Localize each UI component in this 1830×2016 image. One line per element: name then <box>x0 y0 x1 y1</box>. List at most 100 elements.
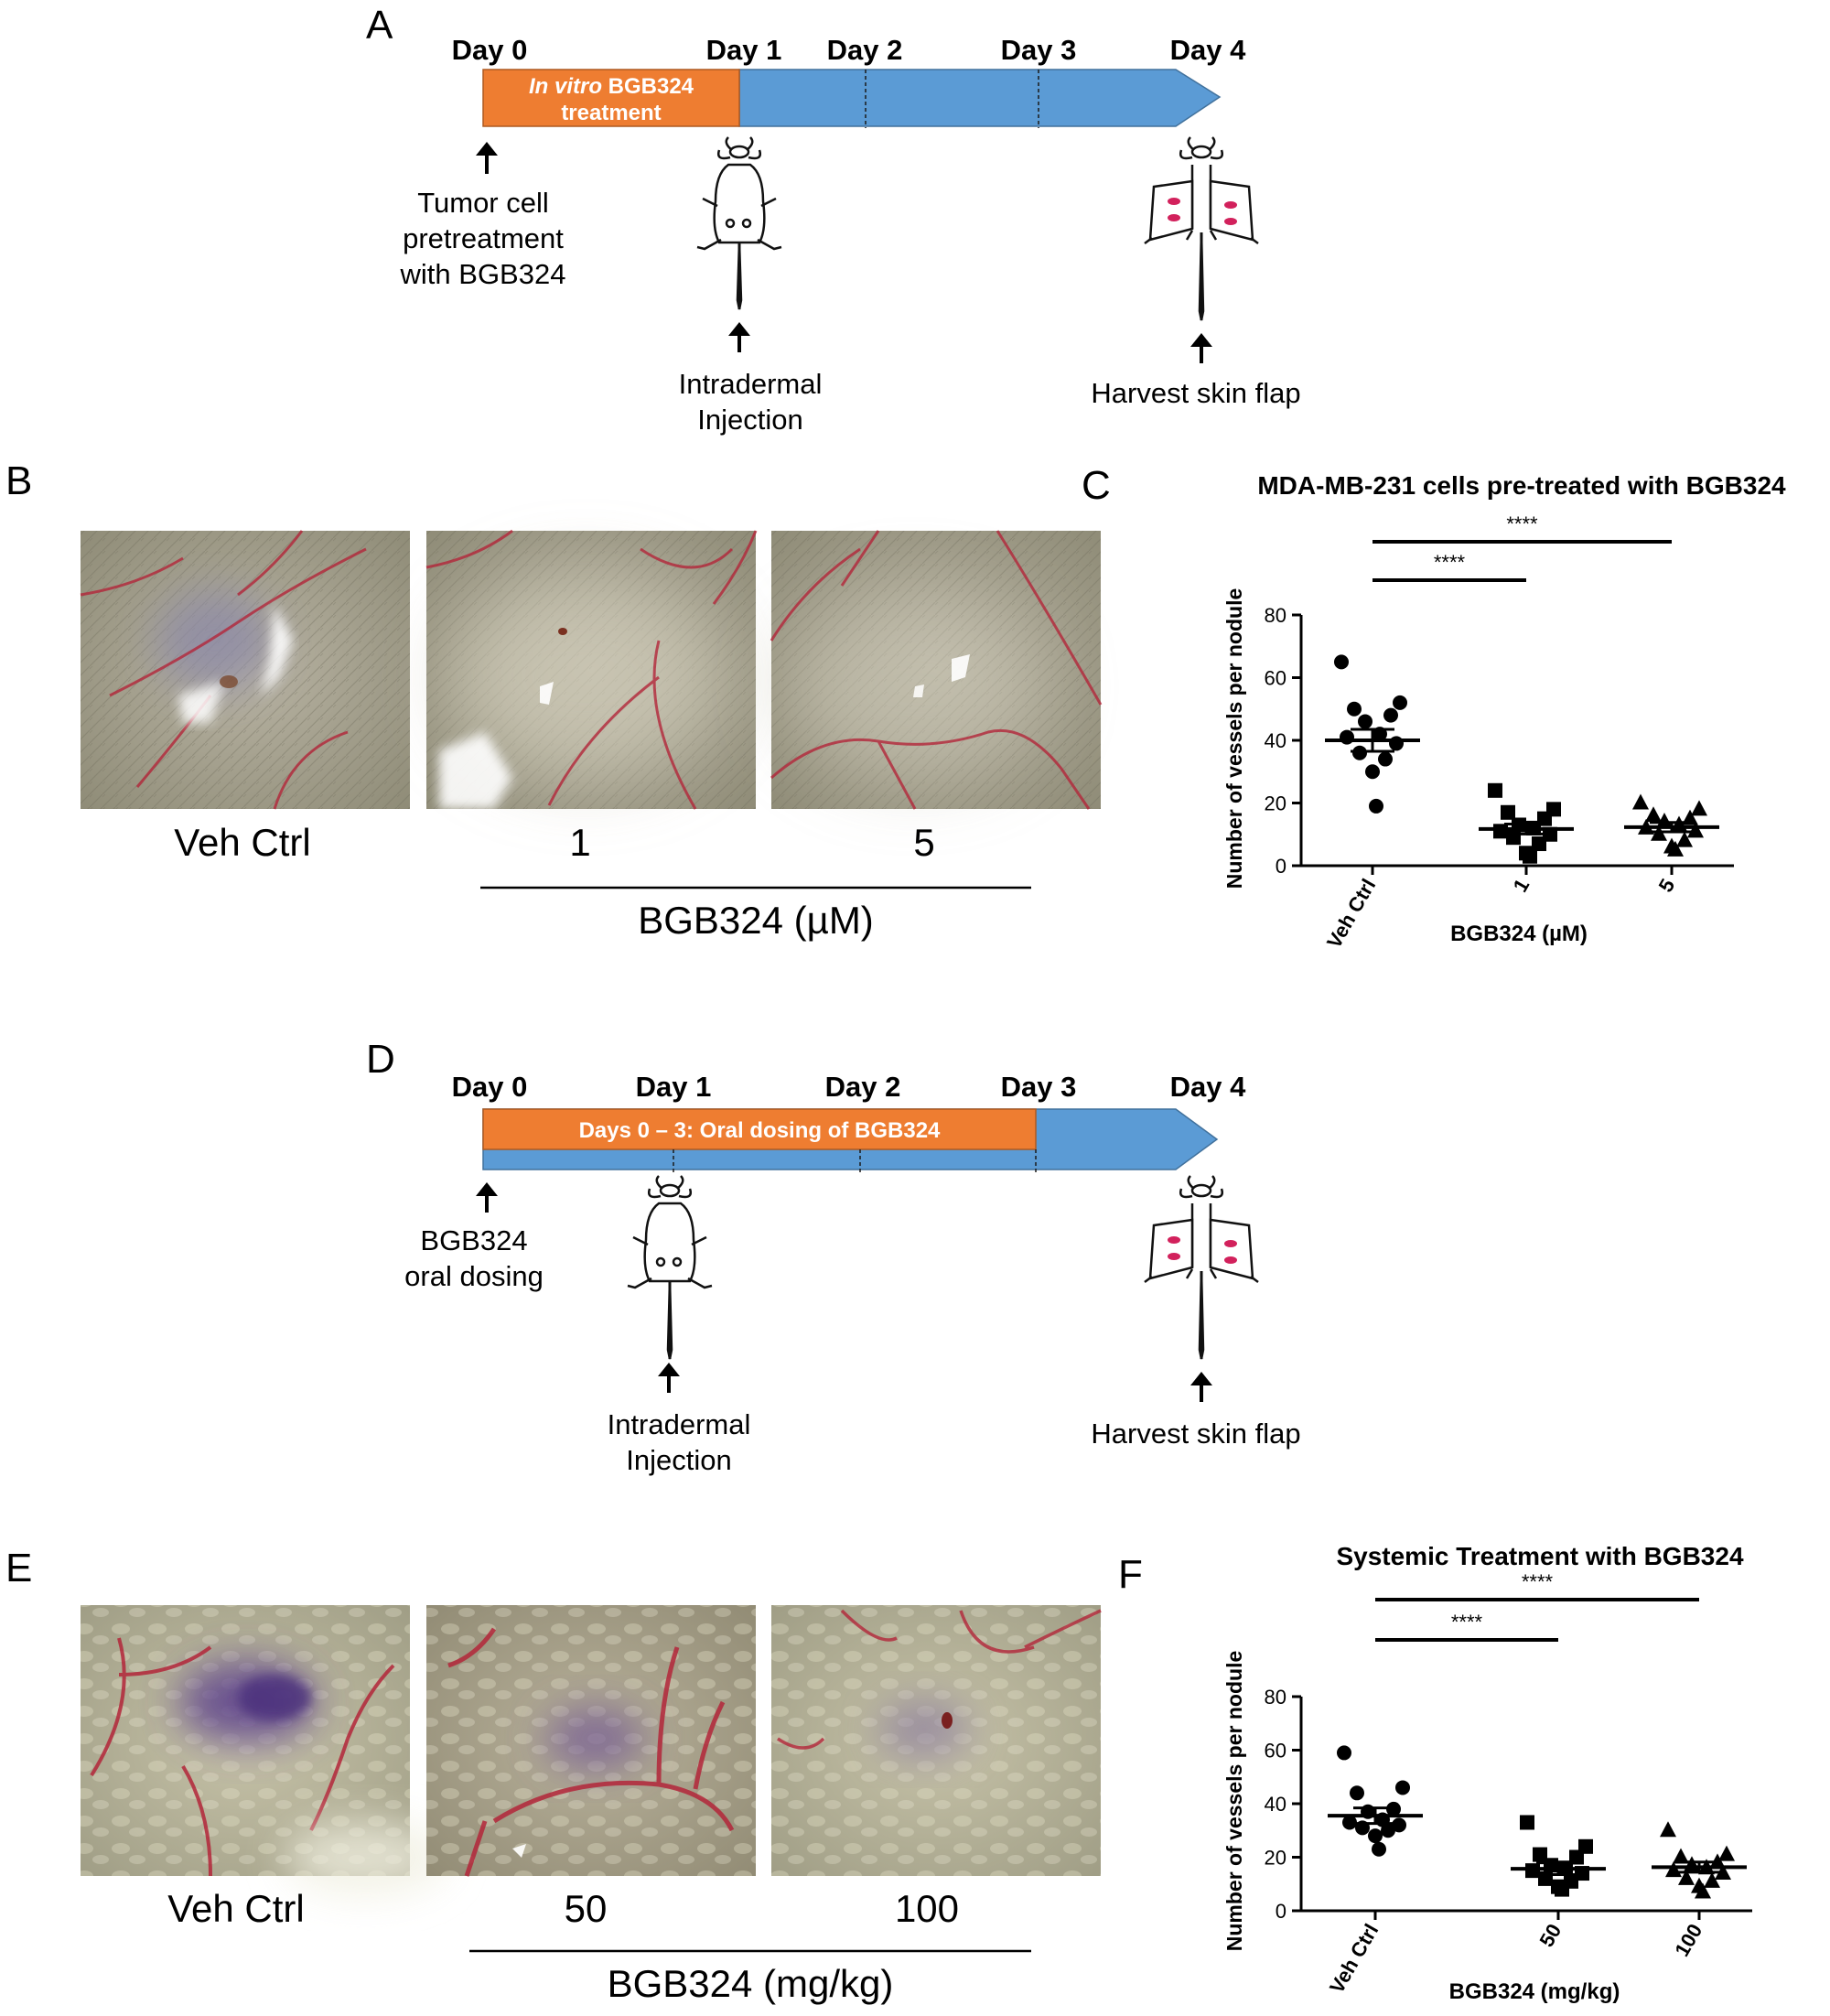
data-point <box>1676 831 1693 847</box>
y-tick-label: 0 <box>1276 1900 1286 1923</box>
day-label: Day 0 <box>452 1071 528 1103</box>
data-point <box>1389 736 1404 751</box>
x-tick-label: 100 <box>1670 1920 1706 1960</box>
up-arrow-icon <box>1190 333 1212 363</box>
data-point <box>1393 695 1407 710</box>
photo-label: Veh Ctrl <box>167 1887 304 1930</box>
up-arrow-icon <box>476 1182 498 1213</box>
x-tick-label: 1 <box>1509 875 1534 896</box>
data-point <box>1378 751 1393 767</box>
chart-c: MDA-MB-231 cells pre-treated with BGB324… <box>1222 471 1786 953</box>
data-point <box>1488 782 1502 798</box>
significance-label: **** <box>1522 1570 1554 1593</box>
data-point <box>1350 1785 1364 1801</box>
chart-title: Systemic Treatment with BGB324 <box>1336 1542 1743 1570</box>
significance-label: **** <box>1506 512 1538 535</box>
chart-title: MDA-MB-231 cells pre-treated with BGB324 <box>1257 471 1786 500</box>
data-point <box>1555 1881 1569 1897</box>
day-label: Day 2 <box>827 34 903 66</box>
note-pretreatment: Tumor cell <box>417 187 549 219</box>
data-point <box>1704 1871 1720 1888</box>
data-point <box>1632 793 1649 810</box>
bar-text: treatment <box>561 101 661 125</box>
y-axis-label: Number of vessels per nodule <box>1222 588 1246 889</box>
x-tick-label: Veh Ctrl <box>1325 1920 1383 1998</box>
day-label: Day 4 <box>1170 34 1246 66</box>
note-injection: Intradermal <box>679 368 823 400</box>
significance-label: **** <box>1434 551 1466 574</box>
photo-label: Veh Ctrl <box>174 821 310 864</box>
photo-row-e: Veh Ctrl 50 100 BGB324 (mg/kg) <box>81 1605 1102 2005</box>
significance-label: **** <box>1451 1611 1483 1633</box>
skin-photo <box>81 1605 448 1894</box>
day-label: Day 1 <box>636 1071 712 1103</box>
data-point <box>1691 800 1707 816</box>
up-arrow-icon <box>728 322 750 352</box>
data-point <box>1347 701 1362 717</box>
panel-label-b: B <box>5 458 32 503</box>
data-point <box>1358 714 1372 729</box>
mouse-skin-flap-icon <box>1144 1175 1259 1360</box>
data-point <box>1523 848 1537 864</box>
note-harvest: Harvest skin flap <box>1091 1418 1300 1450</box>
panel-label-e: E <box>5 1546 32 1590</box>
bar-text: Days 0 – 3: Oral dosing of BGB324 <box>579 1118 941 1143</box>
group-label: BGB324 (µM) <box>638 899 874 942</box>
data-point <box>1392 1817 1406 1833</box>
data-point <box>1665 1861 1682 1878</box>
data-point <box>1334 654 1349 670</box>
skin-photo <box>771 1605 1102 1876</box>
data-point <box>1342 1815 1357 1830</box>
x-tick-label: 5 <box>1654 875 1680 896</box>
y-tick-label: 60 <box>1265 1740 1286 1763</box>
day-label: Day 3 <box>1001 1071 1077 1103</box>
panel-label-a: A <box>366 3 393 48</box>
group-label: BGB324 (mg/kg) <box>608 1962 894 2005</box>
data-point <box>1520 1815 1534 1830</box>
photo-label: 50 <box>565 1887 608 1930</box>
chart-f-marks: **** **** <box>1328 1570 1747 1899</box>
day-label: Day 4 <box>1170 1071 1246 1103</box>
y-tick-label: 60 <box>1265 667 1286 690</box>
chart-c-marks: **** **** <box>1325 512 1719 864</box>
data-point <box>1506 830 1521 846</box>
data-point <box>1645 806 1662 823</box>
note-injection: Injection <box>697 404 802 436</box>
data-point <box>1493 824 1508 839</box>
timeline-bar-orange <box>482 1108 1037 1150</box>
y-axis-label: Number of vessels per nodule <box>1222 1651 1246 1951</box>
data-point <box>1381 1823 1395 1838</box>
data-point <box>1501 804 1515 820</box>
mouse-icon <box>627 1175 713 1360</box>
x-tick-label: 50 <box>1534 1920 1566 1951</box>
skin-photo <box>425 529 758 810</box>
data-point <box>1372 1841 1386 1857</box>
bar-text: In vitro BGB324 <box>529 74 694 99</box>
data-point <box>1368 1828 1383 1844</box>
y-tick-label: 80 <box>1265 1686 1286 1709</box>
note-injection: Intradermal <box>608 1408 751 1440</box>
note-dosing: BGB324 <box>420 1224 527 1256</box>
data-point <box>1369 798 1383 814</box>
note-pretreatment: with BGB324 <box>400 258 566 290</box>
day-label: Day 3 <box>1001 34 1077 66</box>
data-point <box>1337 1745 1351 1761</box>
data-point <box>1715 1864 1731 1881</box>
data-point <box>1383 707 1398 723</box>
data-point <box>1532 836 1546 852</box>
note-injection: Injection <box>626 1444 731 1476</box>
note-pretreatment: pretreatment <box>403 222 564 254</box>
data-point <box>1656 813 1673 829</box>
y-tick-label: 40 <box>1265 729 1286 752</box>
data-point <box>1673 1848 1689 1864</box>
timeline-d: Day 0 Day 1 Day 2 Day 3 Day 4 Days 0 – 3… <box>404 1071 1300 1476</box>
data-point <box>1660 1821 1676 1838</box>
y-tick-label: 40 <box>1265 1793 1286 1816</box>
timeline-arrow-blue <box>738 69 1222 127</box>
panel-label-c: C <box>1082 463 1111 508</box>
data-point <box>1678 1869 1695 1885</box>
data-point <box>1718 1845 1735 1861</box>
